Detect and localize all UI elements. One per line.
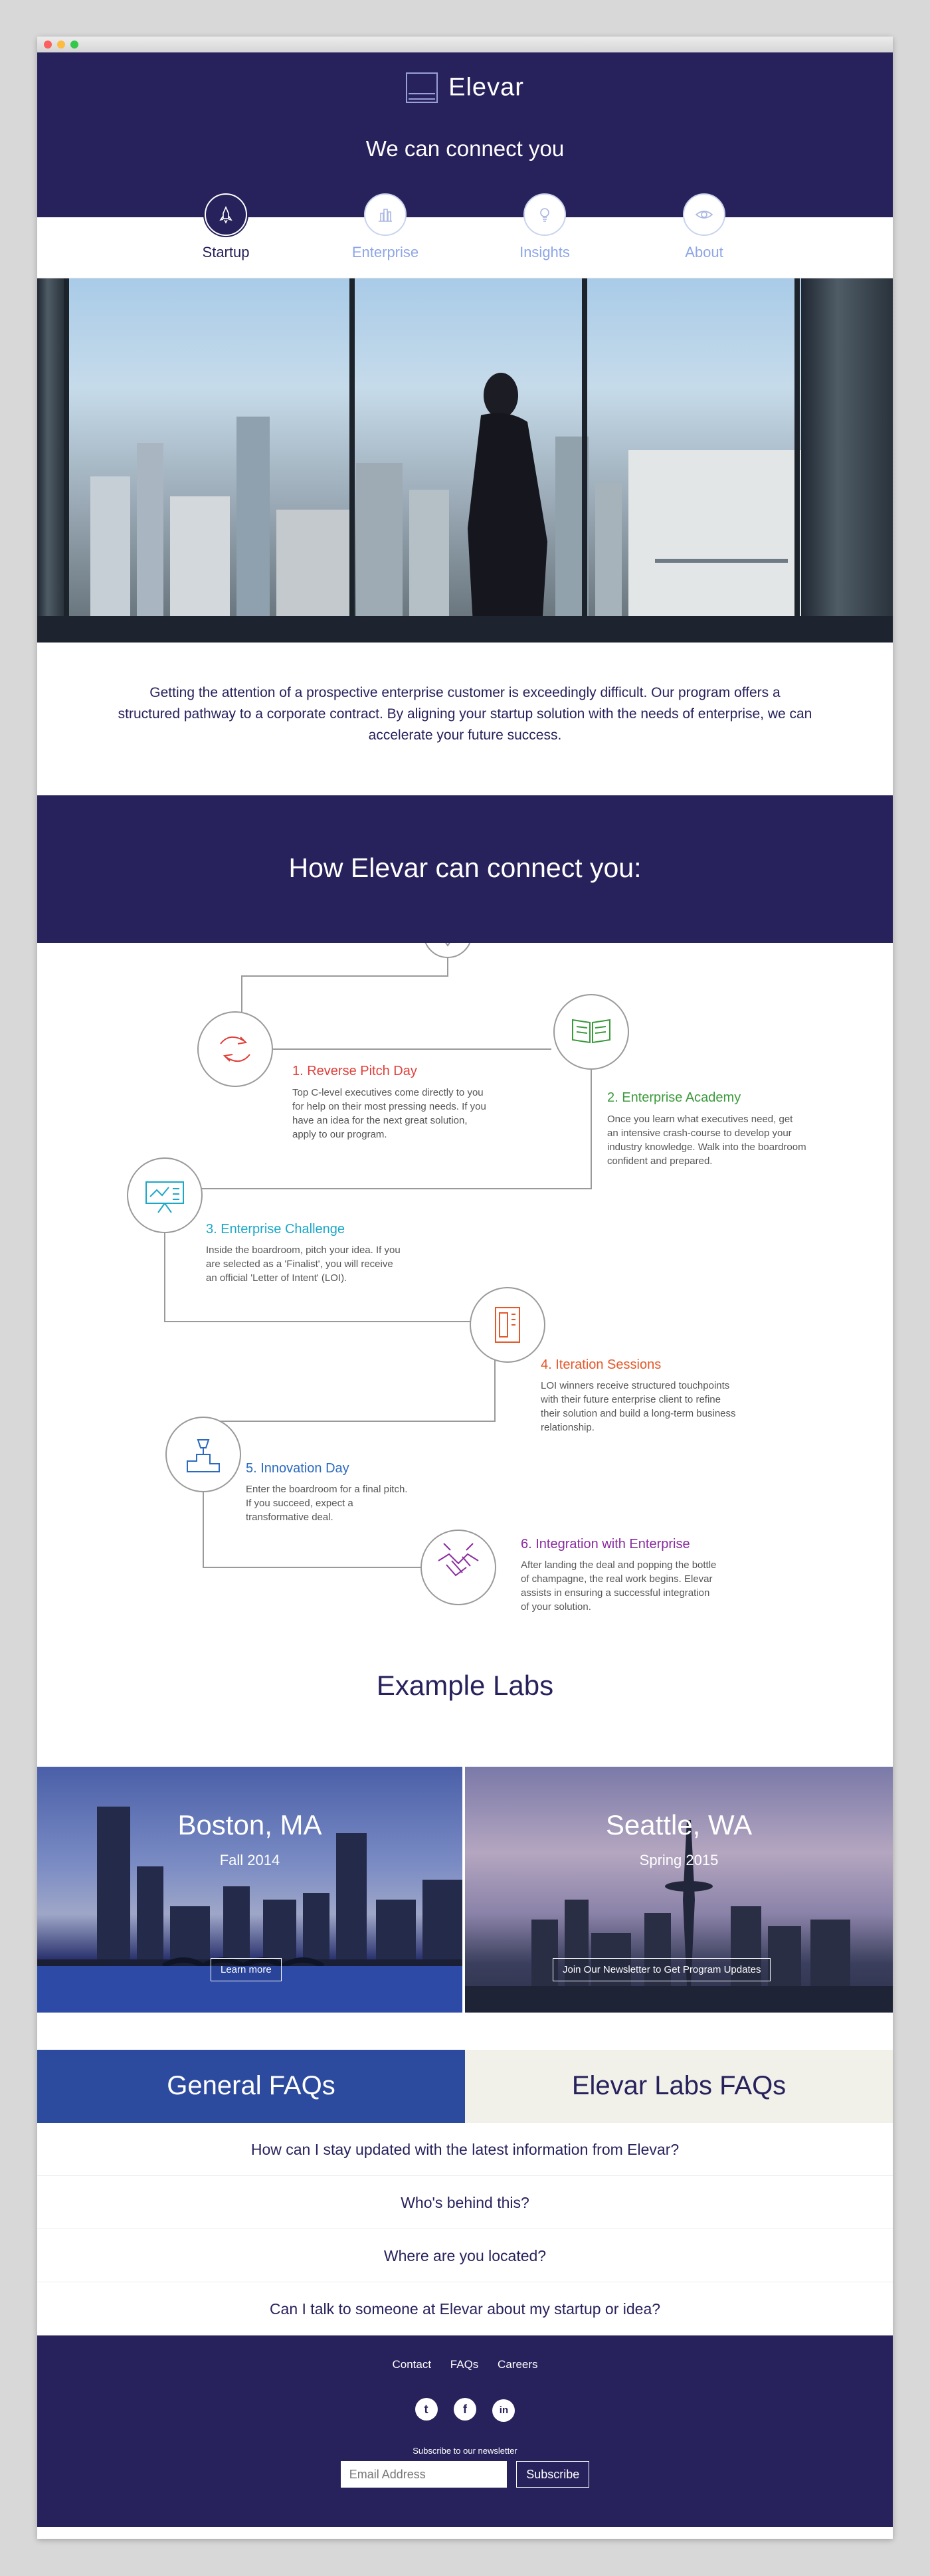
minimize-window-button[interactable] <box>57 41 65 49</box>
step-2-node <box>553 994 629 1070</box>
step-5-desc: Enter the boardroom for a final pitch. I… <box>246 1484 408 1523</box>
step-2-desc: Once you learn what executives need, get… <box>607 1114 806 1167</box>
logo-text: Elevar <box>448 73 524 102</box>
lightbulb-icon <box>523 193 566 236</box>
step-5-title: 5. Innovation Day <box>246 1461 349 1476</box>
lab-season: Spring 2015 <box>639 1852 719 1868</box>
newsletter-button[interactable]: Join Our Newsletter to Get Program Updat… <box>553 1958 771 1981</box>
footer-link-careers[interactable]: Careers <box>498 2358 538 2371</box>
nav-label: Insights <box>519 244 570 260</box>
browser-window: Elevar We can connect you Startup Enterp… <box>37 37 893 2539</box>
lab-city: Seattle, WA <box>605 1809 753 1840</box>
step-4-node <box>470 1287 545 1363</box>
subscribe-button[interactable]: Subscribe <box>516 2461 590 2488</box>
lab-seattle[interactable]: Seattle, WA Spring 2015 Join Our Newslet… <box>465 1767 893 2013</box>
faq-question[interactable]: How can I stay updated with the latest i… <box>37 2123 893 2176</box>
step-4-title: 4. Iteration Sessions <box>541 1357 662 1372</box>
nav-item-startup[interactable]: Startup <box>159 193 292 261</box>
nav-label: Startup <box>202 244 250 260</box>
site-footer: Contact FAQs Careers t f in Subscribe to… <box>37 2335 893 2527</box>
businessman-silhouette <box>468 373 547 643</box>
step-1-node <box>197 1011 273 1087</box>
tab-general-faqs[interactable]: General FAQs <box>37 2050 465 2123</box>
learn-more-button[interactable]: Learn more <box>211 1958 282 1981</box>
step-5-node <box>165 1417 241 1492</box>
intro-text: Getting the attention of a prospective e… <box>118 685 812 743</box>
nav-item-enterprise[interactable]: Enterprise <box>319 193 452 261</box>
step-6-desc: After landing the deal and popping the b… <box>521 1559 717 1613</box>
facebook-icon[interactable]: f <box>454 2398 476 2421</box>
linkedin-icon[interactable]: in <box>492 2399 515 2422</box>
eye-icon <box>683 193 725 236</box>
footer-links: Contact FAQs Careers <box>37 2335 893 2371</box>
tab-labs-faqs[interactable]: Elevar Labs FAQs <box>465 2050 893 2123</box>
twitter-icon[interactable]: t <box>415 2398 438 2421</box>
close-window-button[interactable] <box>44 41 52 49</box>
nav-label: About <box>685 244 723 260</box>
faq-list: How can I stay updated with the latest i… <box>37 2123 893 2335</box>
step-3-desc: Inside the boardroom, pitch your idea. I… <box>206 1244 401 1284</box>
nav-item-about[interactable]: About <box>638 193 771 261</box>
nav-item-insights[interactable]: Insights <box>478 193 611 261</box>
browser-chrome <box>37 37 893 52</box>
lab-season: Fall 2014 <box>219 1852 280 1868</box>
footer-link-faqs[interactable]: FAQs <box>450 2358 479 2371</box>
hero-photo <box>37 278 893 643</box>
labs-title: Example Labs <box>376 1670 554 1701</box>
faq-question[interactable]: Who's behind this? <box>37 2176 893 2229</box>
process-connector-lines <box>127 943 629 1605</box>
boston-skyline <box>37 1807 462 2013</box>
logo[interactable]: Elevar <box>37 72 893 103</box>
subscribe-label: Subscribe to our newsletter <box>413 2446 517 2456</box>
seattle-skyline <box>465 1820 893 2013</box>
tagline: We can connect you <box>365 136 565 161</box>
maximize-window-button[interactable] <box>70 41 78 49</box>
logo-mark-icon <box>406 72 438 103</box>
step-6-node <box>420 1530 496 1605</box>
how-title: How Elevar can connect you: <box>37 795 893 943</box>
site-header: Elevar We can connect you Startup Enterp… <box>37 52 893 278</box>
subscribe-form: Subscribe <box>37 2461 893 2488</box>
labs-grid: Boston, MA Fall 2014 Learn more <box>37 1767 893 2013</box>
step-4-desc: LOI winners receive structured touchpoin… <box>541 1380 736 1433</box>
step-3-title: 3. Enterprise Challenge <box>206 1222 345 1237</box>
faq-question[interactable]: Can I talk to someone at Elevar about my… <box>37 2282 893 2335</box>
rocket-icon <box>205 193 247 236</box>
step-6-title: 6. Integration with Enterprise <box>521 1537 690 1551</box>
nav-label: Enterprise <box>351 244 419 260</box>
lab-boston[interactable]: Boston, MA Fall 2014 Learn more <box>37 1767 462 2013</box>
building-icon <box>364 193 407 236</box>
social-links: t f in <box>37 2398 893 2422</box>
lab-city: Boston, MA <box>177 1809 322 1840</box>
main-nav: Startup Enterprise Insights <box>37 193 893 278</box>
email-field[interactable] <box>340 2461 507 2488</box>
step-2-title: 2. Enterprise Academy <box>607 1090 741 1105</box>
site: Elevar We can connect you Startup Enterp… <box>37 52 893 2527</box>
step-1-desc: Top C-level executives come directly to … <box>292 1087 486 1140</box>
step-3-node <box>127 1157 203 1233</box>
faq-question[interactable]: Where are you located? <box>37 2229 893 2282</box>
footer-link-contact[interactable]: Contact <box>392 2358 432 2371</box>
step-1-title: 1. Reverse Pitch Day <box>292 1064 417 1078</box>
faq-tabs: General FAQs Elevar Labs FAQs <box>37 2050 893 2123</box>
process-flow: 1. Reverse Pitch Day Top C-level executi… <box>37 943 893 1647</box>
